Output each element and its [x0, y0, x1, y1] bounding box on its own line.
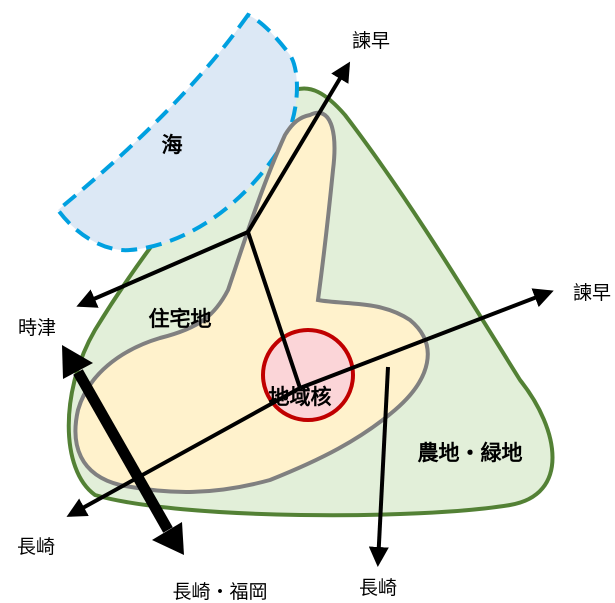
- destination-tokitsu: 時津: [18, 317, 56, 339]
- farmland-label: 農地・緑地: [418, 441, 523, 465]
- arrow-to-nagasaki-left: [66, 386, 301, 517]
- residential-label: 住宅地: [149, 307, 212, 331]
- arrow-to-nagasaki-bottom: [368, 366, 390, 567]
- branch-to-core: [246, 231, 302, 389]
- core-label: 地域核: [269, 385, 332, 409]
- sea-label: 海: [162, 133, 183, 157]
- arrow-to-isahaya-top: [246, 61, 351, 234]
- destination-isahaya-top: 諫早: [352, 30, 390, 52]
- sea-area: [55, 12, 299, 253]
- arrow-nagasaki-fukuoka: [62, 345, 184, 555]
- arrow-to-tokitsu: [76, 230, 249, 308]
- destination-nagasaki-left: 長崎: [17, 536, 55, 558]
- arrow-to-isahaya-right: [299, 288, 554, 390]
- destination-nagasaki-fukuoka: 長崎・福岡: [172, 581, 267, 603]
- destination-nagasaki-bottom: 長崎: [359, 577, 397, 599]
- destination-isahaya-right: 諫早: [573, 282, 611, 304]
